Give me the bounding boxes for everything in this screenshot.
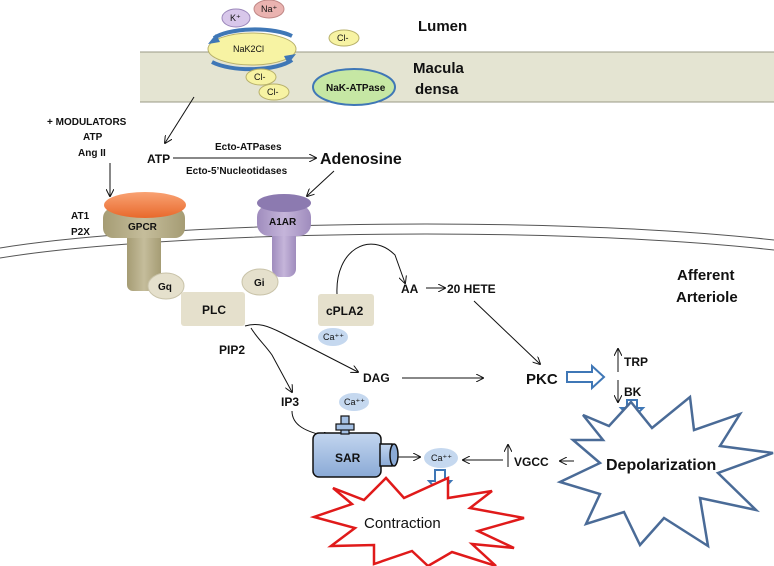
a1ar-label: A1AR bbox=[269, 217, 297, 228]
trp-label: TRP bbox=[624, 355, 648, 369]
a1ar-receptor: A1AR bbox=[257, 194, 311, 277]
modulator-ang-ii: Ang II bbox=[78, 148, 106, 159]
depolarization-label: Depolarization bbox=[606, 457, 716, 474]
contraction-starburst bbox=[309, 476, 525, 566]
modulator-atp: ATP bbox=[83, 132, 103, 143]
chloride-label-lumen: Cl- bbox=[337, 33, 349, 43]
plc-label: PLC bbox=[202, 303, 226, 317]
gq-protein: Gq bbox=[147, 272, 185, 300]
cpla2-to-aa-arrow bbox=[336, 243, 405, 295]
afferent-label-line1: Afferent bbox=[677, 267, 735, 284]
calcium-label-cpla2: Ca⁺⁺ bbox=[323, 332, 344, 342]
potassium-ion: K⁺ bbox=[221, 8, 251, 28]
nak2cl-transporter: NaK2Cl bbox=[207, 27, 297, 72]
adenosine-label: Adenosine bbox=[320, 151, 402, 168]
hete-to-pkc-arrow bbox=[473, 300, 540, 364]
bk-label: BK bbox=[624, 385, 642, 399]
chloride-ion-lumen: Cl- bbox=[328, 29, 360, 47]
cpla2-label: cPLA2 bbox=[326, 304, 364, 318]
potassium-label: K⁺ bbox=[230, 13, 241, 23]
calcium-label-dag: Ca⁺⁺ bbox=[344, 397, 365, 407]
contraction-label: Contraction bbox=[364, 515, 441, 532]
calcium-ion-cpla2: Ca⁺⁺ bbox=[318, 328, 348, 346]
plc-enzyme: PLC bbox=[181, 292, 245, 326]
cpla2-enzyme: cPLA2 bbox=[318, 294, 374, 326]
macula-label-line2: densa bbox=[415, 81, 459, 98]
macula-label-line1: Macula bbox=[413, 60, 465, 77]
aa-label: AA bbox=[401, 282, 419, 296]
plc-to-dag-arrow bbox=[244, 323, 358, 372]
chloride-label-2: Cl- bbox=[267, 87, 279, 97]
chloride-ion-1: Cl- bbox=[245, 68, 277, 86]
dag-label: DAG bbox=[363, 371, 390, 385]
chloride-label-1: Cl- bbox=[254, 72, 266, 82]
adenosine-to-a1ar-arrow bbox=[307, 170, 335, 196]
sodium-ion: Na⁺ bbox=[253, 0, 285, 19]
nak-atpase-label: NaK-ATPase bbox=[326, 83, 386, 94]
nak2cl-label: NaK2Cl bbox=[233, 44, 264, 54]
gq-label: Gq bbox=[158, 282, 172, 293]
gi-protein: Gi bbox=[241, 268, 279, 296]
pkc-to-trp-bk-hollow-arrow bbox=[566, 363, 606, 391]
enzymes-line2: Ecto-5’Nucleotidases bbox=[186, 166, 288, 177]
md-to-atp-arrow bbox=[165, 96, 195, 143]
sar-label: SAR bbox=[335, 451, 361, 465]
sodium-label: Na⁺ bbox=[261, 4, 278, 14]
gpcr-receptor: GPCR bbox=[103, 192, 186, 291]
sar-store: SAR bbox=[312, 415, 399, 478]
lumen-label: Lumen bbox=[418, 18, 467, 35]
plc-to-ip3-arrow bbox=[250, 327, 292, 392]
depolarization-starburst bbox=[556, 394, 774, 549]
at1-label: AT1 bbox=[71, 211, 90, 222]
pip2-label: PIP2 bbox=[219, 343, 245, 357]
pkc-label: PKC bbox=[526, 371, 558, 388]
p2x-label: P2X bbox=[71, 227, 90, 238]
calcium-label-cytosolic: Ca⁺⁺ bbox=[431, 453, 452, 463]
calcium-ion-dag: Ca⁺⁺ bbox=[339, 393, 369, 411]
afferent-arteriole-membrane-inner bbox=[0, 233, 774, 259]
chloride-ion-2: Cl- bbox=[258, 83, 290, 101]
calcium-ion-cytosolic: Ca⁺⁺ bbox=[424, 448, 458, 468]
nak-atpase-pump: NaK-ATPase bbox=[312, 68, 396, 106]
gpcr-label: GPCR bbox=[128, 222, 158, 233]
gi-label: Gi bbox=[254, 278, 265, 289]
modulators-title: + MODULATORS bbox=[47, 117, 127, 128]
atp-label: ATP bbox=[147, 152, 170, 166]
ip3-label: IP3 bbox=[281, 395, 299, 409]
hete-label: 20 HETE bbox=[447, 282, 496, 296]
afferent-label-line2: Arteriole bbox=[676, 289, 738, 306]
enzymes-line1: Ecto-ATPases bbox=[215, 142, 282, 153]
vgcc-label: VGCC bbox=[514, 455, 549, 469]
afferent-arteriole-membrane-outer bbox=[0, 223, 774, 249]
